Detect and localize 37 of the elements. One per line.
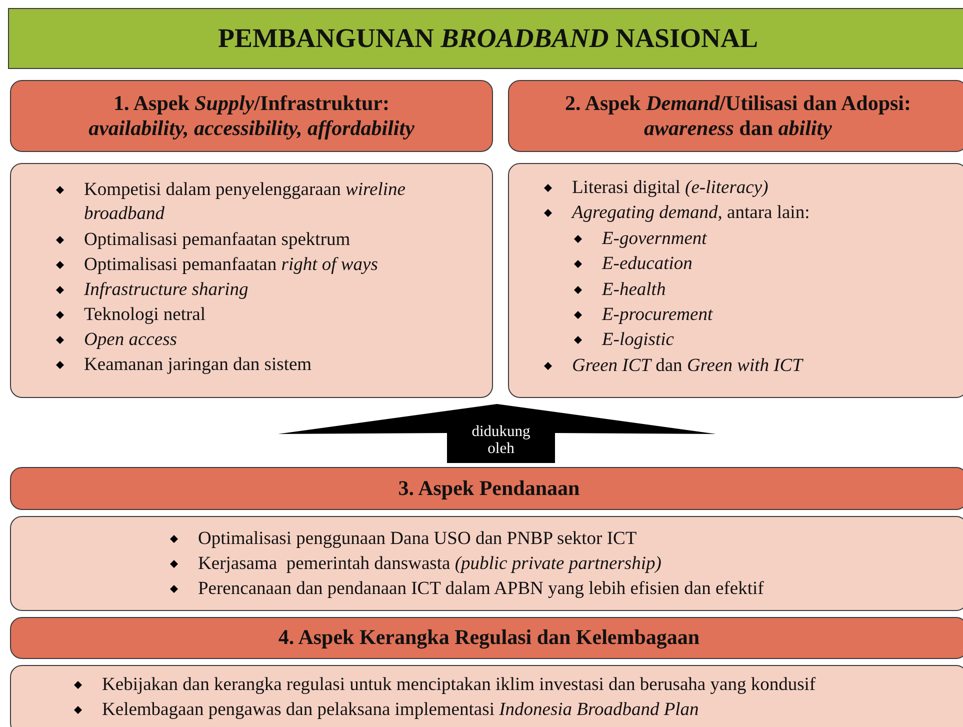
list-item: E-procurement: [602, 304, 713, 327]
arrow-label: didukung oleh: [470, 423, 532, 457]
list-item: Kebijakan dan kerangka regulasi untuk menciptakan iklim investasi dan berusaha yang kondusif: [102, 674, 816, 697]
heading-text: 3. Aspek Pendanaan: [398, 476, 580, 502]
list-item: Kelembagaan pengawas dan pelaksana implementasi Indonesia Broadband Plan: [102, 699, 699, 722]
list-item: Open access: [84, 329, 177, 352]
list-item: Teknologi netral: [84, 304, 206, 327]
list-item: E-logistic: [602, 329, 674, 352]
header-box: [508, 80, 963, 152]
heading-text: availability, accessibility, affordability: [88, 116, 414, 142]
heading-text: 2. Aspek Demand/Utilisasi dan Adopsi:: [564, 90, 911, 116]
list-item: Infrastructure sharing: [84, 279, 248, 302]
list-item: E-government: [602, 228, 707, 251]
list-item: Kompetisi dalam penyelenggaraan wireline broadband: [84, 179, 406, 226]
title-text: PEMBANGUNAN BROADBAND NASIONAL: [218, 23, 758, 54]
content-panel: [10, 665, 963, 727]
heading-text: 4. Aspek Kerangka Regulasi dan Kelembagaan: [278, 625, 700, 651]
list-item: Green ICT dan Green with ICT: [572, 354, 802, 378]
content-panel: [508, 163, 963, 398]
list-item: Keamanan jaringan dan sistem: [84, 354, 312, 377]
header-box: [10, 80, 493, 152]
content-panel: [10, 516, 963, 611]
header-box: [10, 467, 963, 510]
content-panel: [10, 163, 493, 398]
heading-text: awareness dan ability: [644, 116, 832, 142]
list-item: Agregating demand, antara lain:: [572, 202, 810, 226]
header-box: [10, 617, 963, 659]
list-item: Perencanaan dan pendanaan ICT dalam APBN yang lebih efisien dan efektif: [198, 578, 764, 601]
title-band: [8, 8, 963, 69]
list-item: E-health: [602, 278, 666, 302]
list-item: Optimalisasi pemanfaatan right of ways: [84, 254, 378, 277]
list-item: Kerjasama pemerintah danswasta (public private partnership): [198, 553, 662, 576]
list-item: Optimalisasi penggunaan Dana USO dan PNBP sektor ICT: [198, 528, 637, 551]
list-item: Literasi digital (e-literacy): [572, 177, 768, 200]
list-item: Optimalisasi pemanfaatan spektrum: [84, 229, 350, 252]
list-item: E-education: [602, 253, 692, 276]
heading-text: 1. Aspek Supply/Infrastruktur:: [114, 90, 390, 116]
